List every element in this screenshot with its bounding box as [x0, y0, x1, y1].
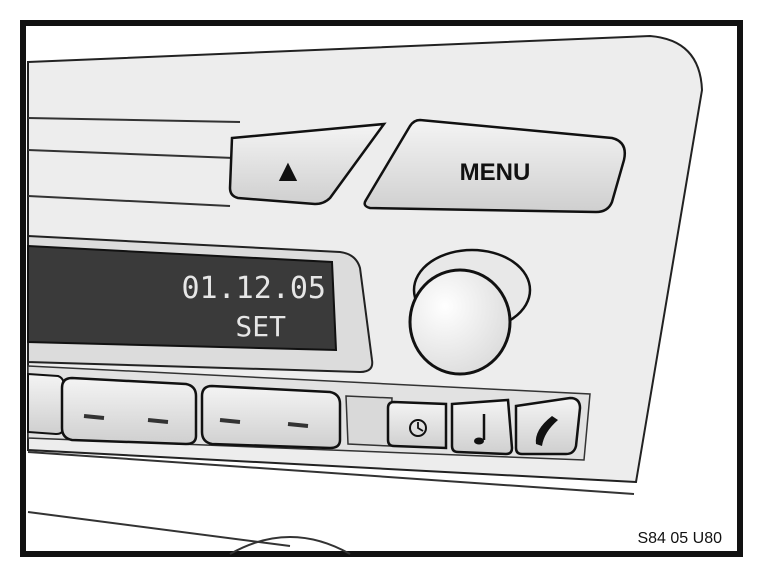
blank-panel: [345, 395, 393, 447]
preset-button-1[interactable]: [60, 376, 198, 446]
preset-dash-left: [83, 414, 105, 420]
cd-slot-bottom-line: [27, 195, 231, 207]
preset-dash-right: [147, 418, 169, 424]
menu-button[interactable]: MENU: [363, 118, 626, 214]
display-status-text: SET: [235, 310, 286, 343]
lcd-display: [27, 244, 338, 352]
music-note-icon: [474, 414, 486, 445]
cd-slot-upper-line: [27, 117, 241, 123]
display-date-text: 01.12.05: [182, 271, 327, 306]
clock-icon: [409, 419, 427, 437]
eject-icon: ▲: [279, 156, 298, 184]
console-line-1: [27, 451, 635, 495]
eject-button[interactable]: ▲: [228, 122, 387, 206]
preset-button-partial[interactable]: [27, 372, 65, 436]
console-line-2: [27, 511, 291, 547]
rotary-knob[interactable]: [408, 248, 532, 376]
phone-handset-icon: [535, 416, 558, 446]
cd-slot-lower-line: [27, 149, 235, 159]
menu-label: MENU: [460, 159, 531, 186]
preset-dash-left: [219, 418, 241, 424]
preset-button-2[interactable]: [200, 384, 342, 450]
figure-reference-code: S84 05 U80: [637, 530, 722, 547]
phone-button[interactable]: [514, 396, 582, 456]
clock-button[interactable]: [386, 400, 448, 450]
console-curve: [229, 536, 351, 555]
preset-dash-right: [287, 422, 309, 428]
music-button[interactable]: [450, 398, 514, 456]
